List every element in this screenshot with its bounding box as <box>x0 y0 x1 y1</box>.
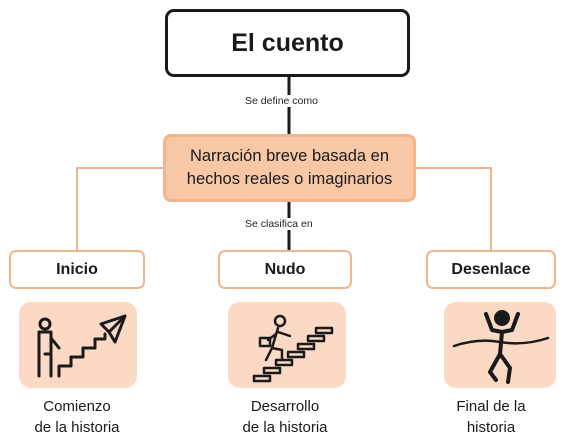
branch-to-inicio-connector <box>76 167 163 250</box>
classified-into-label: Se clasifica en <box>241 218 317 230</box>
caption-line-1: Comienzo <box>43 398 111 415</box>
stage-caption-inicio: Comienzo de la historia <box>9 396 145 438</box>
finish-line-icon <box>452 310 550 384</box>
title-box: El cuento <box>165 9 410 77</box>
stage-caption-nudo: Desarrollo de la historia <box>218 396 352 438</box>
definition-text: Narración breve basada en hechos reales … <box>186 147 393 188</box>
definition-box: Narración breve basada en hechos reales … <box>163 134 416 202</box>
branch-to-desenlace-connector <box>416 167 492 250</box>
stage-label: Desenlace <box>451 260 531 278</box>
stage-icon-panel-desenlace <box>444 302 556 388</box>
stage-icon-panel-inicio <box>19 302 137 388</box>
caption-line-1: Final de la <box>456 398 526 415</box>
stage-label: Nudo <box>264 260 306 278</box>
stage-box-desenlace: Desenlace <box>426 250 556 289</box>
stage-caption-desenlace: Final de la historia <box>426 396 556 438</box>
title-text: El cuento <box>231 28 344 57</box>
caption-line-2: historia <box>466 419 516 436</box>
stage-box-nudo: Nudo <box>218 250 352 289</box>
caption-line-2: de la historia <box>242 419 328 436</box>
caption-line-2: de la historia <box>34 419 120 436</box>
defines-as-label: Se define como <box>241 95 322 107</box>
stairs-paper-plane-icon <box>37 314 127 378</box>
caption-line-1: Desarrollo <box>250 398 320 415</box>
stage-label: Inicio <box>56 260 98 278</box>
stage-box-inicio: Inicio <box>9 250 145 289</box>
climbing-stairs-icon <box>252 314 334 383</box>
stage-icon-panel-nudo <box>228 302 346 388</box>
